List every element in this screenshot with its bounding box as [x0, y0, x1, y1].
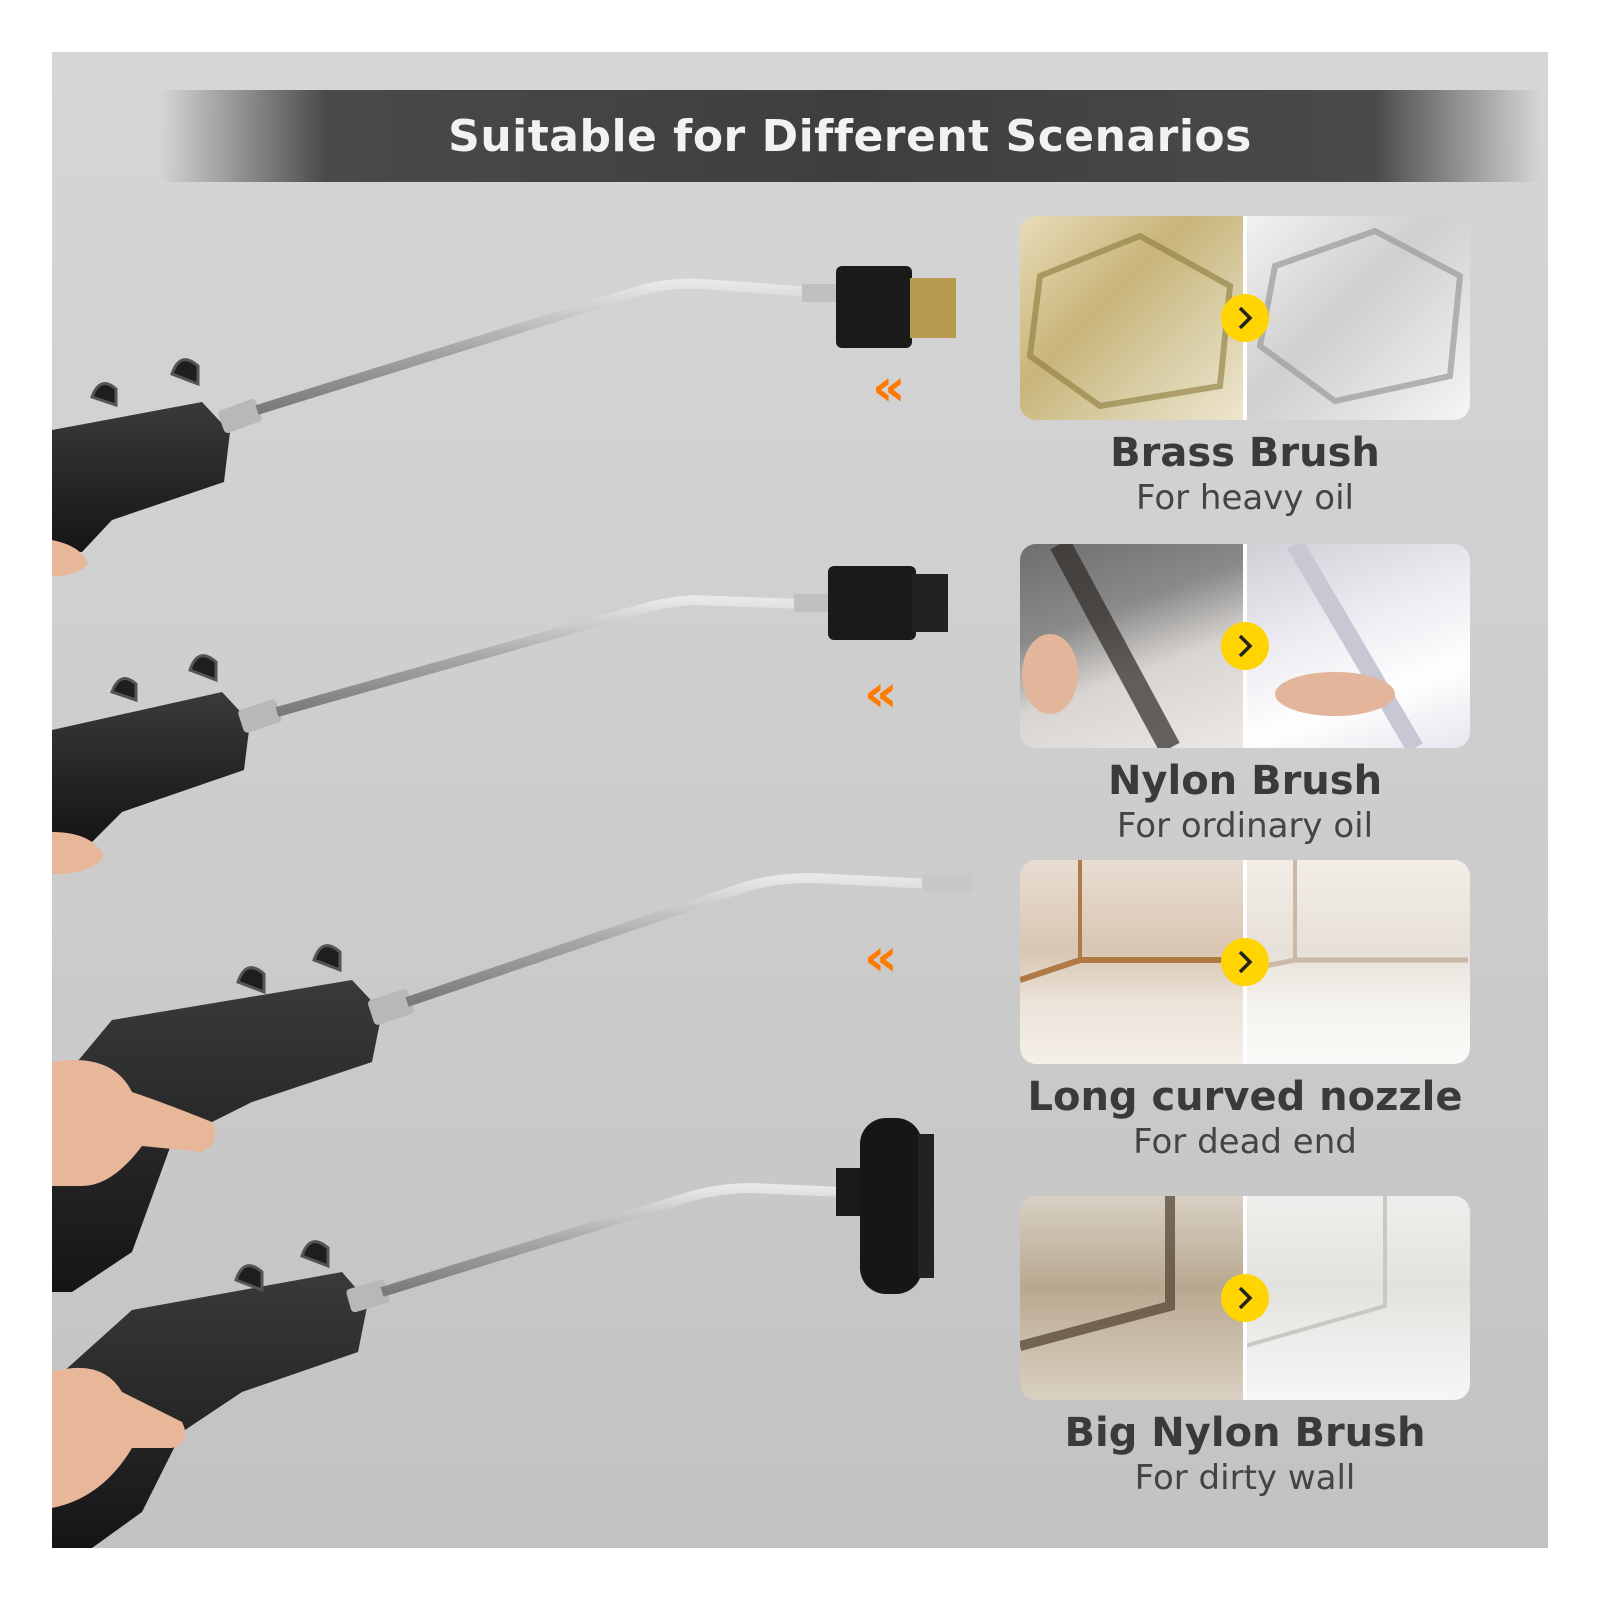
gun-1 [52, 266, 956, 552]
card-subtitle: For ordinary oil [1116, 806, 1374, 846]
card-brass-brush: Brass Brush For heavy oil [1020, 216, 1470, 518]
card-title: Long curved nozzle [1027, 1074, 1463, 1120]
product-frame: Suitable for Different Scenarios [52, 52, 1548, 1548]
steam-gun-illustration [52, 266, 972, 1548]
after-image [1244, 1196, 1470, 1400]
before-image [1020, 1196, 1245, 1400]
card-title: Big Nylon Brush [1064, 1410, 1426, 1456]
chevron-right-icon [1221, 622, 1269, 670]
chevron-double-left-icon: « [864, 928, 897, 988]
chevron-right-icon [1221, 938, 1269, 986]
after-image [1245, 544, 1470, 748]
chevron-right-icon [1221, 1274, 1269, 1322]
after-image [1245, 216, 1470, 420]
card-title: Brass Brush [1110, 430, 1380, 476]
chevron-double-left-icon: « [864, 664, 897, 724]
before-after-photo [1020, 860, 1470, 1064]
before-image [1020, 544, 1245, 748]
before-image [1020, 860, 1245, 1064]
after-image [1244, 860, 1470, 1064]
card-subtitle: For dirty wall [1134, 1458, 1356, 1498]
before-after-photo [1020, 1196, 1470, 1400]
gun-4 [52, 1118, 934, 1548]
banner-title: Suitable for Different Scenarios [448, 110, 1252, 162]
card-big-nylon-brush: Big Nylon Brush For dirty wall [1020, 1196, 1470, 1498]
gun-2 [52, 566, 948, 842]
chevron-double-left-icon: « [872, 358, 905, 418]
before-after-photo [1020, 544, 1470, 748]
banner: Suitable for Different Scenarios [160, 90, 1540, 182]
before-image [1020, 216, 1245, 420]
chevron-right-icon [1221, 294, 1269, 342]
card-nylon-brush: Nylon Brush For ordinary oil [1020, 544, 1470, 846]
card-title: Nylon Brush [1107, 758, 1383, 804]
before-after-photo [1020, 216, 1470, 420]
card-long-curved-nozzle: Long curved nozzle For dead end [1020, 860, 1470, 1162]
gun-3 [52, 872, 972, 1292]
card-subtitle: For dead end [1133, 1122, 1357, 1162]
card-subtitle: For heavy oil [1136, 478, 1354, 518]
